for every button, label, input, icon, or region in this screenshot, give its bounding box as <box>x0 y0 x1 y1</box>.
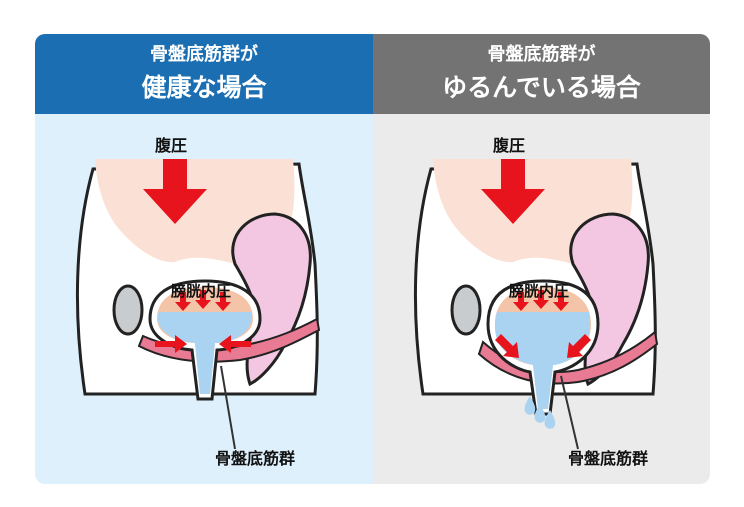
bladder-fluid <box>494 312 591 409</box>
support-arrow-left <box>155 335 187 353</box>
bladder-pressure-label: 膀胱内圧 <box>509 282 570 300</box>
loose-title-line1: 骨盤底筋群が <box>487 44 596 65</box>
healthy-title-line1: 骨盤底筋群が <box>150 44 258 65</box>
bladder-arrow-2 <box>533 290 549 309</box>
support-arrow-right <box>219 335 251 353</box>
pelvic-floor-pointer <box>560 375 579 450</box>
leak-drop-1 <box>524 396 536 415</box>
bladder-fluid <box>157 312 252 394</box>
leak-arrow-right <box>567 334 591 358</box>
healthy-title-line2: 健康な場合 <box>141 73 267 102</box>
pubic-bone <box>112 284 144 336</box>
bladder-arrow-1 <box>175 292 191 311</box>
abdominal-pressure-arrow <box>481 159 545 224</box>
healthy-panel: 骨盤底筋群が 健康な場合 腹圧 膀胱内圧 骨盤底筋群 <box>35 34 373 484</box>
pubic-bone <box>450 284 482 336</box>
loose-panel: 骨盤底筋群が ゆるんでいる場合 腹圧 膀胱内圧 骨盤底筋群 <box>373 34 710 484</box>
loose-pelvis-illustration <box>413 159 659 450</box>
pelvic-floor-label: 骨盤底筋群 <box>215 449 296 468</box>
pelvic-floor-pointer <box>220 365 236 450</box>
pelvic-floor-label: 骨盤底筋群 <box>568 449 649 468</box>
bladder-arrow-2 <box>195 290 211 309</box>
bladder-arrow-1 <box>513 292 529 311</box>
abdominal-pressure-label: 腹圧 <box>493 136 526 155</box>
loose-header: 骨盤底筋群が ゆるんでいる場合 <box>373 34 710 114</box>
leak-arrow-left <box>495 334 519 358</box>
leak-drop-2 <box>534 404 546 423</box>
healthy-pelvis-illustration <box>75 159 321 450</box>
abdominal-pressure-arrow <box>143 159 207 224</box>
healthy-header: 骨盤底筋群が 健康な場合 <box>35 34 373 114</box>
loose-title-line2: ゆるんでいる場合 <box>442 73 641 102</box>
bladder-arrow-3 <box>215 292 231 311</box>
bladder-pressure-label: 膀胱内圧 <box>171 282 232 300</box>
bladder-arrow-3 <box>553 292 569 311</box>
leak-drop-3 <box>544 410 556 429</box>
abdominal-pressure-label: 腹圧 <box>155 136 188 155</box>
